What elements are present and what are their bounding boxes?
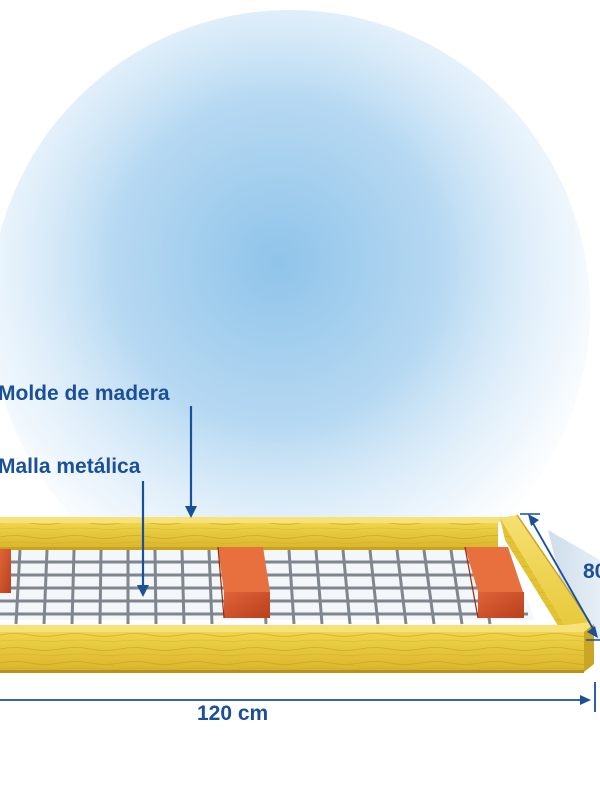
arrow-down-icon	[137, 481, 149, 597]
mold-shadow	[548, 530, 600, 640]
brick-center	[217, 546, 270, 619]
brick-right	[464, 546, 524, 619]
sky-background	[0, 10, 590, 610]
mold-label: Molde de madera	[0, 382, 170, 405]
arrow-down-icon	[185, 406, 197, 518]
dimension-arrow-icon	[520, 513, 600, 641]
side-wood-beam	[500, 514, 591, 645]
back-wood-beam	[0, 517, 510, 550]
width-dimension-label: 120 cm	[197, 702, 269, 725]
dimension-arrow-icon	[0, 682, 596, 712]
mesh-label: Malla metálica	[0, 455, 141, 478]
depth-dimension-label: 80	[583, 560, 600, 583]
front-wood-beam	[0, 622, 594, 673]
brick-left	[0, 549, 11, 593]
